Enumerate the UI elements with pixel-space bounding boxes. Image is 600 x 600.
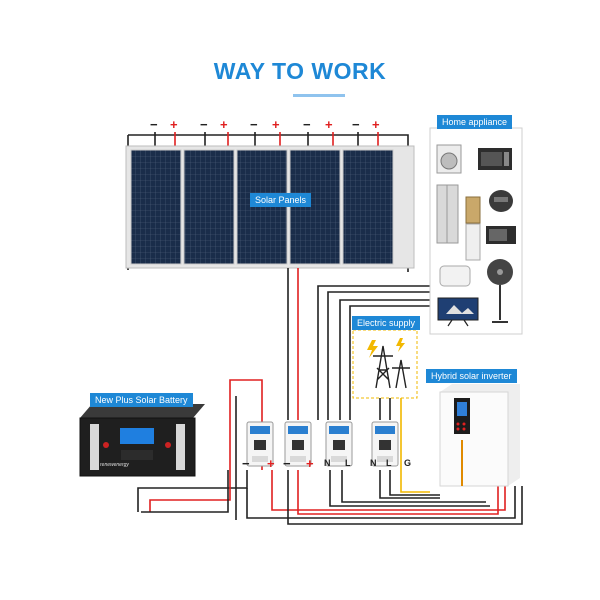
solar-panel-array (125, 145, 415, 269)
terminal-n-input: N (370, 458, 377, 468)
panel-2-positive: + (220, 117, 228, 132)
battery-brand-text: renewenergy (100, 462, 129, 468)
home-appliance-label: Home appliance (437, 115, 513, 129)
hybrid-inverter (439, 384, 520, 487)
panel-4-negative: − (303, 117, 311, 132)
solar-panel-5 (342, 149, 394, 265)
pylon-icon (373, 345, 410, 389)
breaker-battery (246, 421, 274, 467)
battery-label: New Plus Solar Battery (90, 393, 193, 407)
lightning-icon-2 (396, 338, 405, 352)
page-title: WAY TO WORK (213, 58, 387, 84)
terminal-ground: G (404, 458, 412, 468)
solar-panels-label: Solar Panels (250, 193, 312, 207)
terminal-battery-negative: − (242, 456, 250, 471)
panel-5-negative: − (352, 117, 360, 132)
air-conditioner-icon (465, 223, 481, 261)
terminal-l-output: L (345, 458, 351, 468)
hybrid-inverter-label: Hybrid solar inverter (426, 369, 517, 383)
panel-5-positive: + (372, 117, 380, 132)
electric-supply-group (352, 329, 418, 399)
panel-4-positive: + (325, 117, 333, 132)
solar-panel-4 (289, 149, 341, 265)
terminal-pv-negative: − (283, 456, 291, 471)
panel-3-negative: − (250, 117, 258, 132)
home-appliance-group (429, 127, 523, 335)
lightning-icon-1 (367, 340, 378, 358)
electric-supply-label: Electric supply (352, 316, 421, 330)
solar-battery (79, 404, 205, 477)
breaker-ac-output (325, 421, 353, 467)
breaker-pv (284, 421, 312, 467)
water-heater-icon (439, 265, 471, 287)
refrigerator-icon (436, 184, 459, 244)
title-underline (293, 94, 345, 97)
television-icon (437, 297, 479, 327)
breaker-ac-input (371, 421, 399, 467)
terminal-pv-positive: + (306, 456, 314, 471)
panel-3-positive: + (272, 117, 280, 132)
main-wiring (137, 268, 523, 525)
battery-display (120, 428, 154, 444)
electric-fan-icon (487, 259, 513, 323)
microwave-oven-icon (478, 148, 512, 170)
panel-2-negative: − (200, 117, 208, 132)
panel-1-positive: + (170, 117, 178, 132)
panel-1-negative: − (150, 117, 158, 132)
pressure-cooker-icon (489, 190, 513, 212)
terminal-n-output: N (324, 458, 331, 468)
washing-machine-icon (436, 144, 462, 174)
microwave-icon (486, 226, 516, 244)
rice-cooker-icon (465, 196, 481, 224)
terminal-battery-positive: + (267, 456, 275, 471)
solar-panel-3 (236, 149, 288, 265)
terminal-l-input: L (386, 458, 392, 468)
solar-panel-2 (183, 149, 235, 265)
solar-panel-1 (130, 149, 182, 265)
